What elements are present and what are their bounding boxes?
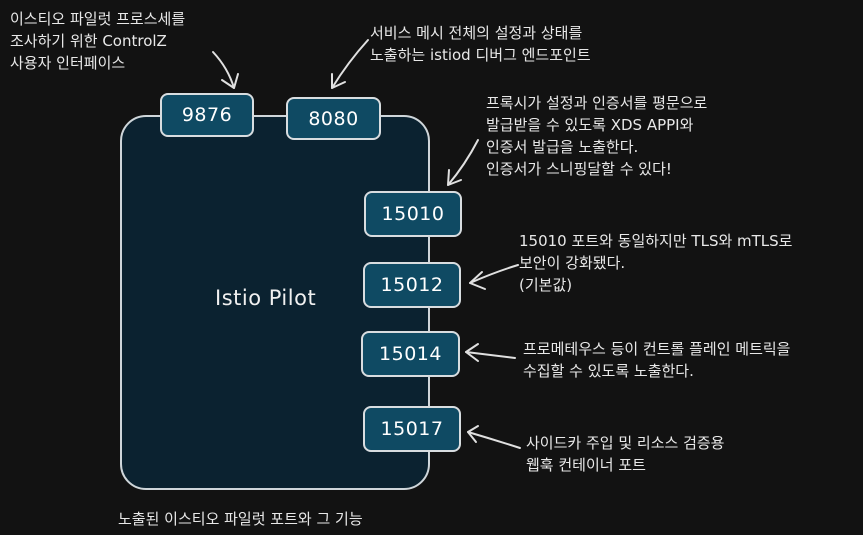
note-15017: 사이드카 주입 및 리소스 검증용 웹훅 컨테이너 포트 bbox=[526, 432, 724, 476]
port-8080-box: 8080 bbox=[286, 97, 381, 140]
note-15010-line: 인증서 발급을 노출한다. bbox=[486, 138, 639, 156]
arrow-15010 bbox=[447, 139, 479, 186]
note-9876: 이스티오 파일럿 프로스세를 조사하기 위한 ControlZ 사용자 인터페이… bbox=[10, 8, 185, 74]
note-15010-line: 발급받을 수 있도록 XDS APPI와 bbox=[486, 116, 694, 134]
arrow-8080 bbox=[331, 39, 369, 89]
arrowhead-15012 bbox=[469, 271, 486, 290]
note-15014-line: 프로메테우스 등이 컨트롤 플레인 메트릭을 bbox=[523, 340, 791, 358]
note-15010: 프록시가 설정과 인증서를 평문으로 발급받을 수 있도록 XDS APPI와 … bbox=[486, 92, 707, 180]
note-9876-line: 이스티오 파일럿 프로스세를 bbox=[10, 10, 186, 28]
arrowhead-9876 bbox=[221, 73, 239, 89]
port-9876-box: 9876 bbox=[160, 93, 254, 137]
arrowhead-15010 bbox=[447, 169, 462, 186]
arrow-15012 bbox=[469, 264, 519, 284]
note-15010-line: 인증서가 스니핑달할 수 있다! bbox=[486, 160, 672, 178]
diagram-caption: 노출된 이스티오 파일럿 포트와 그 기능 bbox=[118, 510, 363, 528]
note-15017-line: 웹훅 컨테이너 포트 bbox=[526, 456, 646, 474]
note-15014-line: 수집할 수 있도록 노출한다. bbox=[523, 362, 694, 380]
arrow-9876 bbox=[212, 51, 235, 89]
note-15012-line: 15010 포트와 동일하지만 TLS와 mTLS로 bbox=[519, 232, 793, 250]
note-15010-line: 프록시가 설정과 인증서를 평문으로 bbox=[486, 94, 708, 112]
arrow-15014 bbox=[465, 351, 516, 359]
note-15012: 15010 포트와 동일하지만 TLS와 mTLS로 보안이 강화됐다. (기본… bbox=[519, 230, 792, 296]
note-8080: 서비스 메시 전체의 설정과 상태를 노출하는 istiod 디버그 엔드포인트 bbox=[370, 22, 591, 66]
arrowhead-15017 bbox=[467, 425, 479, 443]
istio-pilot-label: Istio Pilot bbox=[215, 286, 317, 310]
note-15012-line: 보안이 강화됐다. bbox=[519, 254, 626, 272]
note-8080-line: 서비스 메시 전체의 설정과 상태를 bbox=[370, 24, 583, 42]
arrowhead-15014 bbox=[465, 343, 479, 362]
note-9876-line: 조사하기 위한 ControlZ bbox=[10, 32, 167, 50]
note-9876-line: 사용자 인터페이스 bbox=[10, 54, 126, 72]
note-15012-line: (기본값) bbox=[519, 276, 573, 294]
port-15012-box: 15012 bbox=[363, 262, 461, 308]
port-15010-box: 15010 bbox=[364, 191, 462, 237]
port-15014-box: 15014 bbox=[361, 331, 460, 377]
note-15017-line: 사이드카 주입 및 리소스 검증용 bbox=[526, 434, 725, 452]
arrow-15017 bbox=[467, 431, 521, 449]
note-15014: 프로메테우스 등이 컨트롤 플레인 메트릭을 수집할 수 있도록 노출한다. bbox=[523, 338, 790, 382]
arrowhead-8080 bbox=[331, 73, 346, 89]
note-8080-line: 노출하는 istiod 디버그 엔드포인트 bbox=[370, 46, 591, 64]
port-15017-box: 15017 bbox=[363, 406, 461, 452]
